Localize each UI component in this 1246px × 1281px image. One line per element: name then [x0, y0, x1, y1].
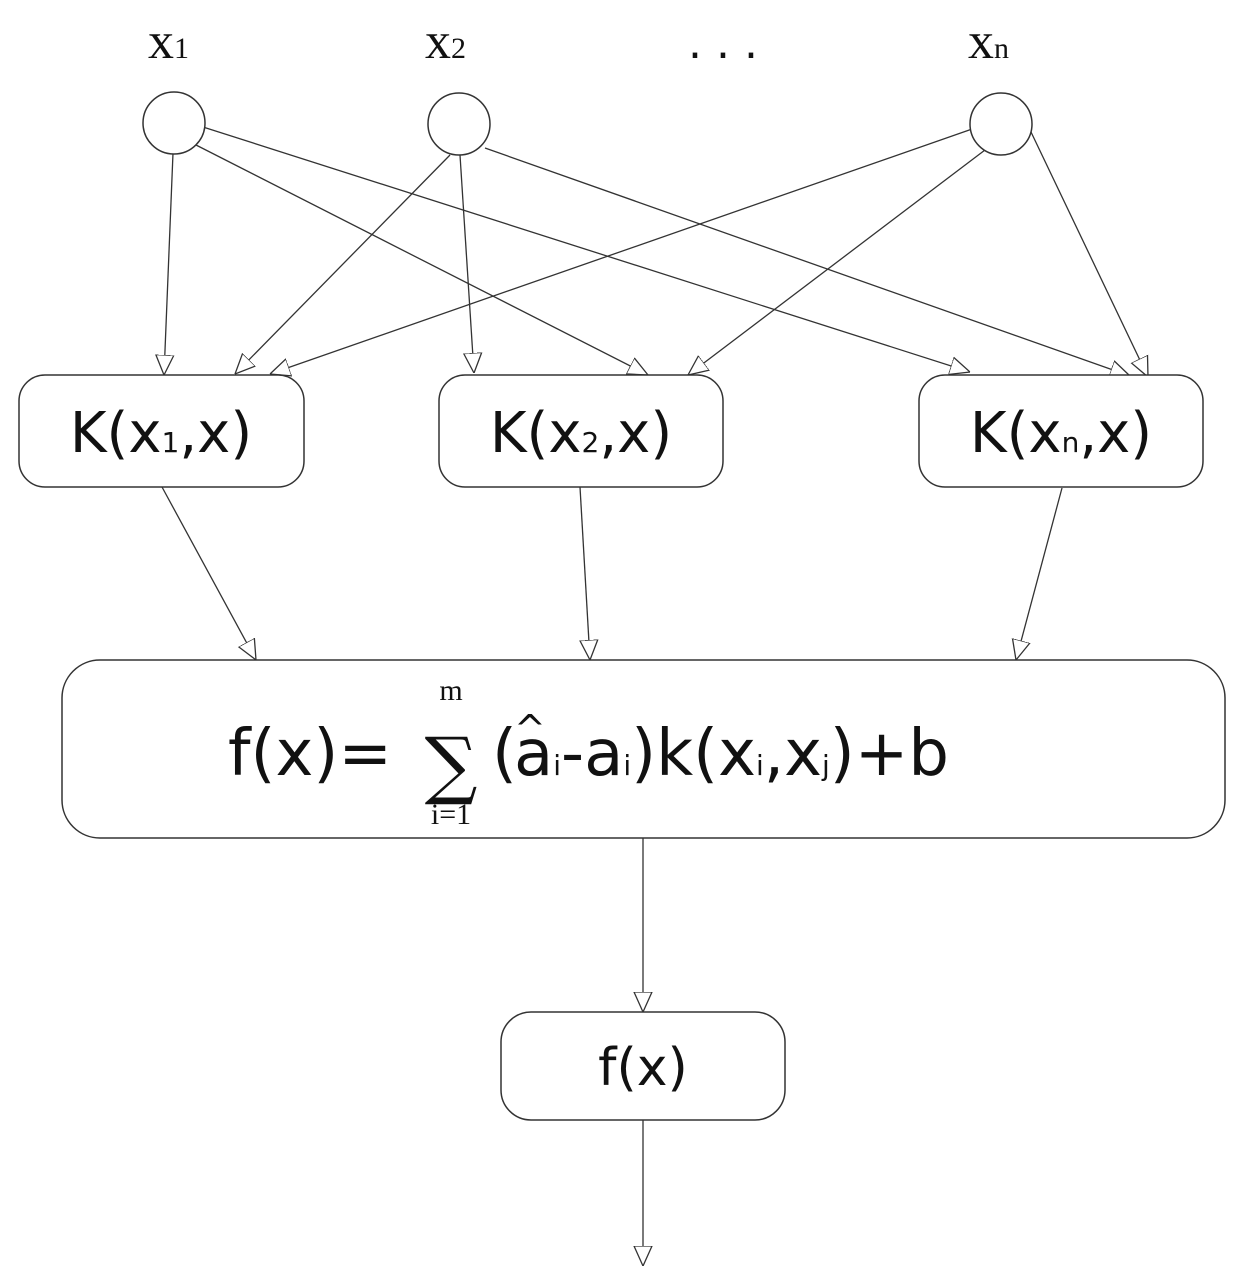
edge-xn-k1: [270, 127, 976, 374]
sum-lower-limit: i=1: [431, 798, 471, 831]
input-node-x1: [142, 91, 206, 155]
edge-x2-kn: [484, 147, 1130, 376]
hat-accent: ^: [514, 707, 546, 751]
edge-x1-k2: [195, 144, 648, 375]
kernel-node-2: K(x2,x): [438, 374, 724, 488]
formula-open-paren: (: [492, 717, 517, 791]
input-kernel-edges: [164, 126, 1148, 377]
edge-kn-formula: [1016, 487, 1063, 660]
edge-x2-k1: [235, 154, 451, 374]
svg-text:K(x2,x): K(x2,x): [490, 401, 672, 466]
input-label-x1: x1: [148, 13, 189, 70]
svg-text:K(xn,x): K(xn,x): [970, 401, 1152, 466]
kernel-node-n: K(xn,x): [918, 374, 1204, 488]
input-node-x2: [427, 92, 491, 156]
summation-node: f(x)= m ∑ i=1 ( ^ ai-ai)k(xi,xj)+b: [61, 659, 1226, 839]
sum-upper-limit: m: [439, 674, 462, 707]
edge-x1-kn: [202, 126, 970, 372]
svg-text:f(x): f(x): [598, 1038, 688, 1098]
formula-lhs: f(x)=: [228, 717, 392, 791]
kernel-node-1: K(x1,x): [18, 374, 305, 488]
edge-x2-k2: [459, 154, 474, 373]
edge-k2-formula: [580, 486, 590, 660]
formula-body: ai-ai)k(xi,xj)+b: [514, 717, 949, 791]
edge-x1-k1: [164, 152, 173, 375]
input-node-xn: [969, 92, 1033, 156]
edge-xn-k2: [688, 149, 986, 375]
edge-xn-kn: [1030, 131, 1148, 377]
output-node: f(x): [500, 1011, 786, 1121]
svg-text:K(x1,x): K(x1,x): [70, 401, 252, 466]
sigma-symbol: ∑: [425, 722, 478, 808]
ellipsis: ...: [688, 18, 772, 69]
kernel-formula-edges: [161, 486, 1063, 660]
input-label-x2: x2: [425, 13, 466, 70]
edge-k1-formula: [161, 486, 256, 660]
input-label-xn: xn: [968, 13, 1009, 70]
